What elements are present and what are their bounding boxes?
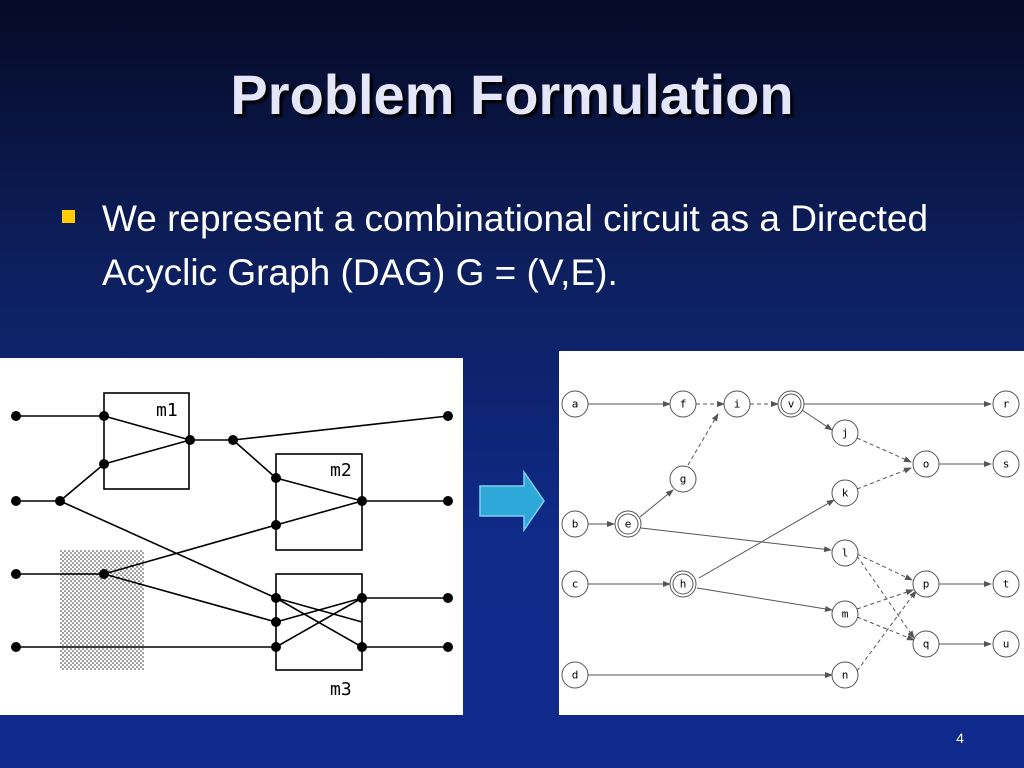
bullet-square-icon	[62, 210, 75, 223]
dag-node-j: j	[842, 427, 849, 440]
dag-diagram-panel: a b c d e f g h i v j k l m n o p q r s …	[559, 351, 1024, 715]
dag-node-o: o	[923, 458, 930, 471]
dag-node-r: r	[1003, 398, 1010, 411]
dag-node-d: d	[572, 669, 579, 682]
dag-node-f: f	[680, 398, 687, 411]
dag-node-a: a	[572, 398, 579, 411]
right-arrow-icon	[479, 470, 545, 532]
shaded-region	[60, 550, 144, 670]
module-label-m2: m2	[330, 460, 352, 481]
module-label-m1: m1	[156, 400, 178, 421]
dag-node-v: v	[788, 398, 795, 411]
dag-node-e: e	[625, 518, 632, 531]
dag-node-h: h	[680, 578, 687, 591]
module-label-m3: m3	[330, 679, 352, 700]
dag-node-l: l	[842, 547, 849, 560]
page-number: 4	[956, 730, 964, 746]
dag-diagram: a b c d e f g h i v j k l m n o p q r s …	[561, 390, 1020, 689]
dag-node-t: t	[1003, 578, 1010, 591]
bullet-text: We represent a combinational circuit as …	[102, 198, 929, 293]
circuit-diagram: m1 m2 m3	[11, 392, 453, 700]
dag-node-u: u	[1003, 638, 1010, 651]
slide-title: Problem Formulation	[230, 63, 794, 126]
dag-node-c: c	[572, 578, 579, 591]
dag-node-k: k	[842, 487, 849, 500]
dag-node-b: b	[572, 518, 579, 531]
dag-node-g: g	[680, 473, 687, 486]
dag-node-m: m	[842, 608, 849, 621]
circuit-diagram-panel: m1 m2 m3	[0, 358, 463, 715]
dag-node-n: n	[842, 669, 849, 682]
dag-node-p: p	[923, 578, 930, 591]
dag-node-i: i	[734, 398, 741, 411]
dag-node-q: q	[923, 638, 930, 651]
dag-node-s: s	[1003, 458, 1010, 471]
